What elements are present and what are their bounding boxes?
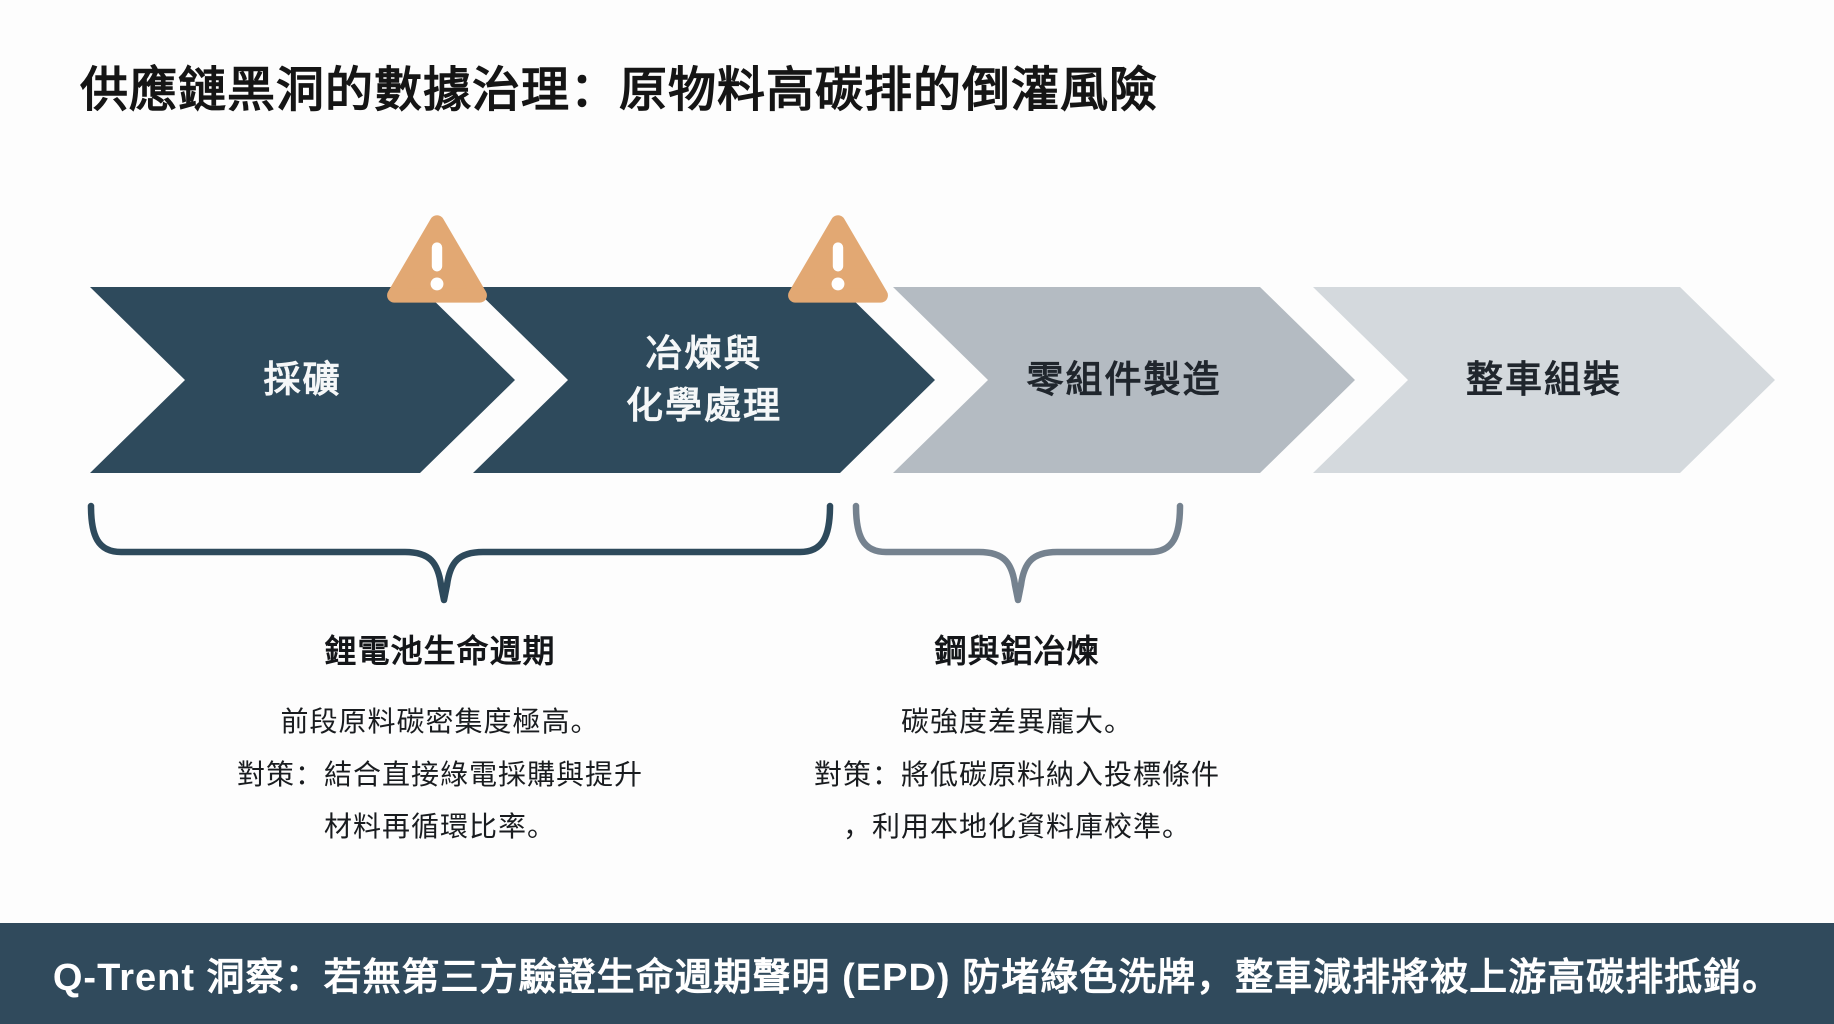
page-title: 供應鏈黑洞的數據治理：原物料高碳排的倒灌風險 bbox=[80, 64, 1159, 117]
stage-smelting-label-line1: 冶煉與 bbox=[645, 333, 763, 375]
note-battery-line1: 前段原料碳密集度極高。 bbox=[280, 706, 600, 737]
note-steel-line3: ，利用本地化資料庫校準。 bbox=[842, 811, 1191, 843]
brace-battery-lifecycle bbox=[87, 502, 834, 604]
note-battery-line2: 對策：結合直接綠電採購與提升 bbox=[236, 758, 643, 790]
warning-triangle-icon bbox=[387, 215, 487, 303]
stage-smelting-chemical: 冶煉與 化學處理 bbox=[473, 287, 935, 473]
stage-component-label: 零組件製造 bbox=[1026, 359, 1222, 401]
note-battery-line3: 材料再循環比率。 bbox=[323, 811, 556, 843]
note-steel-aluminum: 鋼與鋁冶煉 碳強度差異龐大。 對策：將低碳原料納入投標條件 ，利用本地化資料庫校… bbox=[707, 626, 1327, 854]
note-battery-lifecycle: 鋰電池生命週期 前段原料碳密集度極高。 對策：結合直接綠電採購與提升 材料再循環… bbox=[130, 626, 750, 854]
stage-vehicle-assembly: 整車組裝 bbox=[1313, 287, 1775, 473]
stage-assembly-label: 整車組裝 bbox=[1466, 359, 1622, 401]
stage-mining-label: 採礦 bbox=[263, 359, 342, 401]
note-battery-heading: 鋰電池生命週期 bbox=[324, 633, 556, 669]
note-steel-heading: 鋼與鋁冶煉 bbox=[934, 633, 1100, 669]
stage-component-manufacturing: 零組件製造 bbox=[893, 287, 1355, 473]
stage-mining: 採礦 bbox=[90, 287, 515, 473]
brace-steel-aluminum bbox=[852, 502, 1184, 604]
note-steel-line2: 對策：將低碳原料納入投標條件 bbox=[813, 758, 1220, 790]
footer-insight-bar: Q-Trent 洞察：若無第三方驗證生命週期聲明 (EPD) 防堵綠色洗牌，整車… bbox=[0, 923, 1834, 1024]
footer-insight-text: Q-Trent 洞察：若無第三方驗證生命週期聲明 (EPD) 防堵綠色洗牌，整車… bbox=[52, 957, 1782, 999]
stage-smelting-label-line2: 化學處理 bbox=[626, 385, 782, 426]
warning-triangle-icon bbox=[788, 215, 888, 303]
note-steel-line1: 碳強度差異龐大。 bbox=[900, 706, 1133, 737]
